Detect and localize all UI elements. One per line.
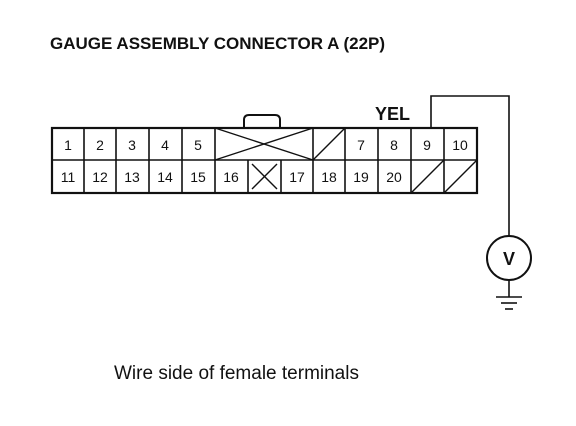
diagram-title: GAUGE ASSEMBLY CONNECTOR A (22P) bbox=[50, 34, 385, 53]
pin-label: 17 bbox=[289, 169, 305, 185]
pin-label: 14 bbox=[157, 169, 173, 185]
pin-label: 12 bbox=[92, 169, 108, 185]
meter-symbol: V bbox=[503, 249, 515, 269]
test-lead-wire bbox=[430, 95, 510, 236]
pin-label: 4 bbox=[161, 137, 169, 153]
pin-label: 1 bbox=[64, 137, 72, 153]
diagram-caption: Wire side of female terminals bbox=[114, 363, 359, 384]
pin-label: 8 bbox=[390, 137, 398, 153]
blank-cavity-bottom bbox=[251, 163, 278, 190]
pin-row-bottom: 11 12 13 14 15 16 17 18 19 20 bbox=[61, 169, 402, 185]
pin-label: 11 bbox=[61, 169, 76, 185]
pin-label: 15 bbox=[190, 169, 206, 185]
wire-color-label: YEL bbox=[375, 104, 410, 124]
pin-label: 18 bbox=[321, 169, 337, 185]
pin-label-probed: 9 bbox=[423, 137, 431, 153]
voltmeter-icon: V bbox=[486, 235, 532, 281]
pin-label: 7 bbox=[357, 137, 365, 153]
pin-label: 3 bbox=[128, 137, 136, 153]
pin-row-top: 1 2 3 4 5 7 8 9 10 bbox=[64, 137, 468, 153]
ground-icon bbox=[496, 280, 522, 310]
unused-cavity-slash bbox=[312, 127, 478, 194]
pin-label: 5 bbox=[194, 137, 202, 153]
pin-label: 16 bbox=[223, 169, 239, 185]
pin-label: 2 bbox=[96, 137, 104, 153]
blank-cavity-top-wide bbox=[214, 127, 314, 161]
connector-body bbox=[50, 126, 479, 195]
pin-label: 20 bbox=[386, 169, 402, 185]
pin-label: 19 bbox=[353, 169, 369, 185]
pin-label: 13 bbox=[124, 169, 140, 185]
pin-label: 10 bbox=[452, 137, 468, 153]
connector-lock-tab bbox=[243, 114, 281, 127]
